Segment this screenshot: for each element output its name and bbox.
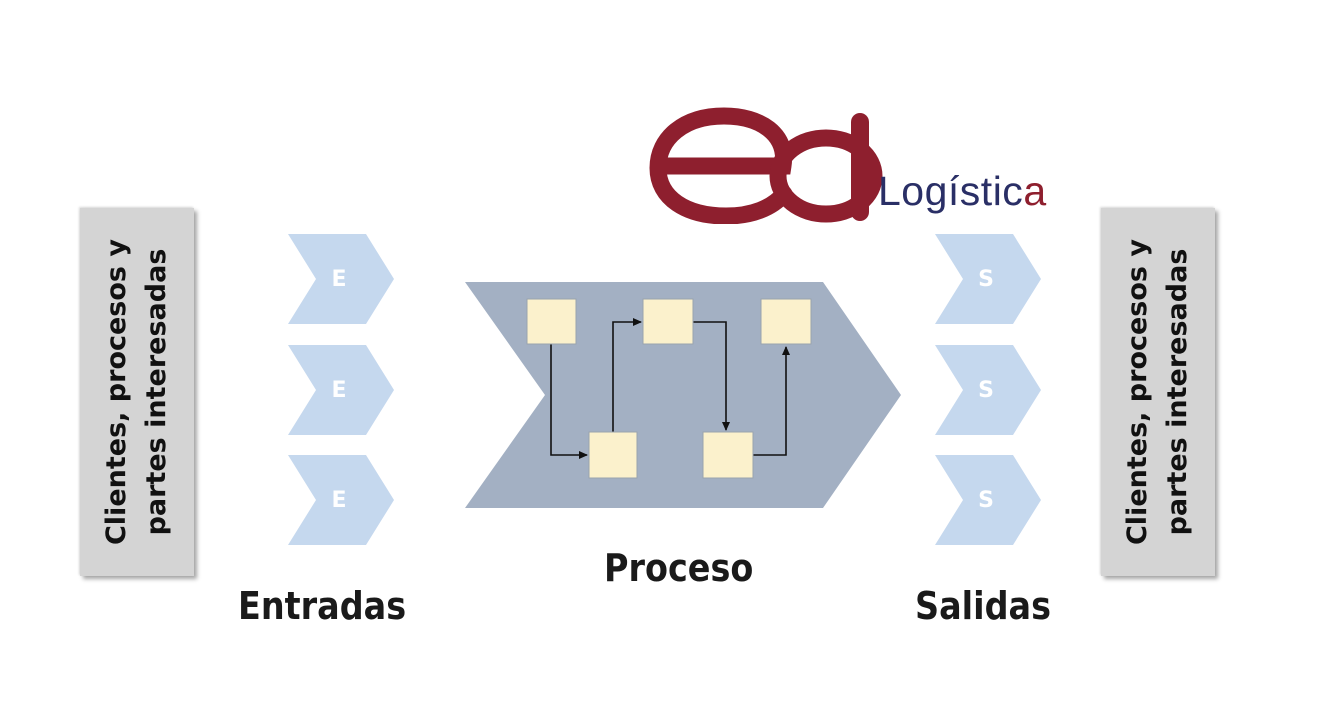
process-step-3 (642, 298, 694, 345)
logo-wordmark: Logística (878, 168, 1047, 215)
stakeholders-left-line2: partes interesadas (141, 248, 173, 536)
process-step-5 (760, 298, 812, 345)
process-step-1 (526, 298, 577, 345)
process-step-4 (702, 431, 754, 479)
process-chevron (465, 282, 901, 508)
flow-arrow-2 (612, 318, 642, 432)
flow-arrow-4 (753, 346, 790, 456)
output-letter-3: S (978, 487, 994, 513)
input-letter-1: E (331, 266, 347, 292)
inputs-label: Entradas (238, 584, 407, 628)
output-chevron-3: S (935, 455, 1041, 545)
input-chevron-2: E (288, 345, 394, 435)
flow-arrow-3 (693, 321, 730, 431)
stakeholders-panel-left: Clientes, procesos y partes interesadas (80, 208, 194, 576)
stakeholders-right-line1: Clientes, procesos y (1122, 238, 1154, 546)
logo-word-tail: a (1023, 168, 1047, 214)
flow-arrow-1 (550, 344, 588, 459)
input-chevron-1: E (288, 234, 394, 324)
logo-word-main: Logístic (878, 168, 1024, 214)
output-letter-1: S (978, 266, 994, 292)
process-step-2 (588, 431, 638, 479)
output-chevron-2: S (935, 345, 1041, 435)
ea-logo-mark (649, 107, 883, 224)
input-chevron-3: E (288, 455, 394, 545)
stakeholders-right-line2: partes interesadas (1162, 248, 1194, 536)
input-letter-2: E (331, 377, 347, 403)
stakeholders-left-line1: Clientes, procesos y (101, 238, 133, 546)
input-letter-3: E (331, 487, 347, 513)
process-label: Proceso (604, 546, 754, 590)
output-letter-2: S (978, 377, 994, 403)
outputs-label: Salidas (915, 584, 1051, 628)
stakeholders-panel-right: Clientes, procesos y partes interesadas (1101, 208, 1215, 576)
output-chevron-1: S (935, 234, 1041, 324)
